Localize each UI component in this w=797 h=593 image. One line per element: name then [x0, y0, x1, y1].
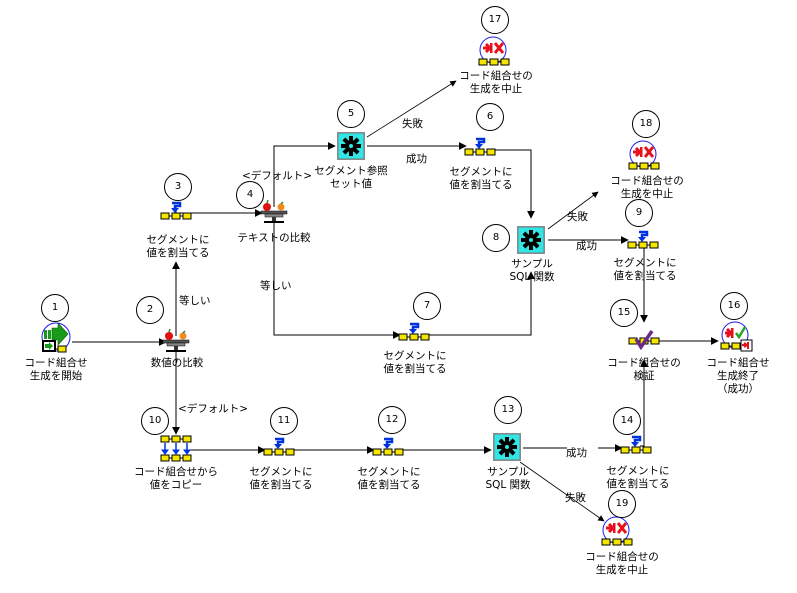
edge-label-5-17: 失敗 — [402, 118, 423, 130]
edge-label-2-10: <デフォルト> — [178, 403, 249, 415]
node-label-17: コード組合せの 生成を中止 — [459, 70, 533, 95]
edge-4-7 — [273, 222, 401, 339]
step-number-10: 10 — [141, 407, 169, 435]
step-number-2: 2 — [136, 296, 164, 324]
step-number-18: 18 — [632, 110, 660, 138]
step-number-9: 9 — [625, 199, 653, 227]
abort-icon-18[interactable] — [629, 141, 659, 169]
node-label-7: セグメントに 値を割当てる — [383, 350, 447, 375]
assign-icon-11[interactable] — [264, 439, 294, 455]
step-number-5: 5 — [337, 100, 365, 128]
abort-icon-19[interactable] — [602, 517, 632, 545]
step-number-8: 8 — [482, 224, 510, 252]
edge-label-4-5: <デフォルト> — [242, 170, 313, 182]
step-number-13: 13 — [494, 396, 522, 424]
node-label-13: サンプル SQL 関数 — [485, 466, 531, 491]
node-label-8: サンプル SQL 関数 — [509, 258, 555, 283]
step-number-19: 19 — [608, 490, 636, 518]
node-label-14: セグメントに 値を割当てる — [606, 465, 670, 490]
step-number-17: 17 — [481, 6, 509, 34]
edge-13-19 — [519, 461, 605, 522]
node-label-2: 数値の比較 — [150, 357, 204, 369]
node-label-10: コード組合せから 値をコピー — [134, 466, 218, 491]
edge-label-8-9: 成功 — [576, 240, 597, 252]
node-label-19: コード組合せの 生成を中止 — [585, 551, 659, 576]
edge-label-8-18: 失敗 — [567, 211, 588, 223]
edge-label-13-19: 失敗 — [565, 492, 586, 504]
step-number-12: 12 — [378, 406, 406, 434]
function-icon-8[interactable] — [516, 225, 546, 255]
edge-6-8 — [490, 149, 535, 219]
edge-label-5-6: 成功 — [406, 153, 427, 165]
step-number-14: 14 — [613, 407, 641, 435]
edge-14-15 — [640, 359, 648, 447]
edge-label-2-3: 等しい — [179, 295, 211, 307]
node-label-18: コード組合せの 生成を中止 — [610, 175, 684, 200]
abort-icon-17[interactable] — [479, 37, 509, 65]
edge-5-17 — [366, 80, 457, 138]
node-label-16: コード組合せ 生成終了 （成功） — [706, 357, 770, 395]
edge-label-13-14: 成功 — [566, 447, 587, 459]
assign-icon-12[interactable] — [373, 439, 403, 455]
step-number-6: 6 — [476, 103, 504, 131]
validate-icon[interactable] — [628, 330, 660, 351]
assign-icon-7[interactable] — [399, 324, 429, 340]
copy-icon[interactable] — [160, 435, 192, 462]
step-number-3: 3 — [164, 173, 192, 201]
node-label-11: セグメントに 値を割当てる — [249, 466, 313, 491]
step-number-7: 7 — [413, 292, 441, 320]
start-icon[interactable] — [41, 322, 71, 353]
step-number-11: 11 — [270, 407, 298, 435]
step-number-16: 16 — [720, 292, 748, 320]
assign-icon-14[interactable] — [621, 437, 651, 453]
step-number-15: 15 — [610, 299, 638, 327]
function-icon-5[interactable] — [336, 131, 366, 161]
step-number-1: 1 — [41, 294, 69, 322]
node-label-3: セグメントに 値を割当てる — [146, 234, 210, 259]
node-label-6: セグメントに 値を割当てる — [449, 166, 513, 191]
node-label-9: セグメントに 値を割当てる — [613, 257, 677, 282]
node-label-5: セグメント参照 セット値 — [314, 165, 388, 190]
assign-icon-9[interactable] — [628, 232, 658, 248]
assign-icon-6[interactable] — [465, 139, 495, 155]
edge-8-18 — [547, 191, 599, 230]
edge-4-5 — [273, 142, 336, 207]
node-label-12: セグメントに 値を割当てる — [357, 466, 421, 491]
edge-label-4-7: 等しい — [260, 280, 292, 292]
assign-icon-3[interactable] — [161, 203, 191, 219]
end-success-icon[interactable] — [720, 321, 753, 352]
function-icon-13[interactable] — [492, 432, 522, 462]
node-label-4: テキストの比較 — [237, 232, 311, 244]
node-label-1: コード組合せ 生成を開始 — [24, 357, 88, 382]
edge-7-8 — [428, 271, 535, 336]
step-number-4: 4 — [236, 181, 264, 209]
node-label-15: コード組合せの 検証 — [607, 357, 681, 382]
